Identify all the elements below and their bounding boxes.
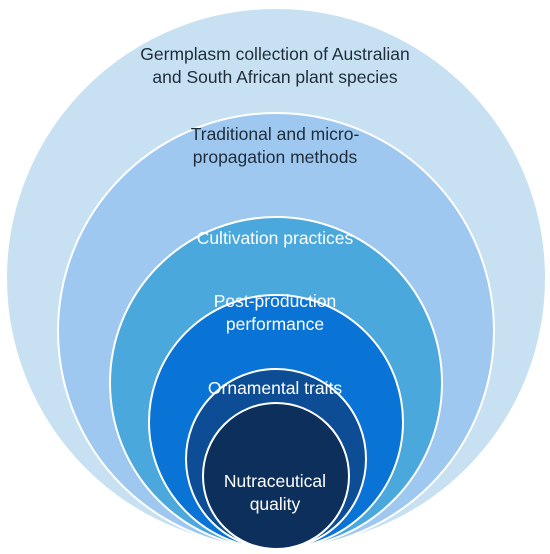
label-nutraceutical-line-2: quality bbox=[249, 494, 301, 514]
label-ornamental-line-1: Ornamental traits bbox=[207, 378, 343, 398]
label-ornamental: Ornamental traits bbox=[0, 377, 550, 400]
label-post-production: Post-production performance bbox=[0, 290, 550, 336]
label-cultivation-line-1: Cultivation practices bbox=[196, 228, 354, 248]
label-propagation-line-2: propagation methods bbox=[192, 147, 358, 167]
label-propagation: Traditional and micro- propagation metho… bbox=[0, 123, 550, 169]
label-nutraceutical: Nutraceutical quality bbox=[0, 470, 550, 516]
label-germplasm-line-1: Germplasm collection of Australian bbox=[140, 44, 410, 64]
label-germplasm-line-2: and South African plant species bbox=[152, 67, 398, 87]
label-cultivation: Cultivation practices bbox=[0, 227, 550, 250]
label-post-production-line-2: performance bbox=[225, 314, 325, 334]
label-nutraceutical-line-1: Nutraceutical bbox=[223, 471, 327, 491]
circle-nutraceutical bbox=[202, 402, 350, 550]
label-germplasm: Germplasm collection of Australian and S… bbox=[0, 43, 550, 89]
label-post-production-line-1: Post-production bbox=[213, 291, 337, 311]
label-propagation-line-1: Traditional and micro- bbox=[190, 124, 360, 144]
